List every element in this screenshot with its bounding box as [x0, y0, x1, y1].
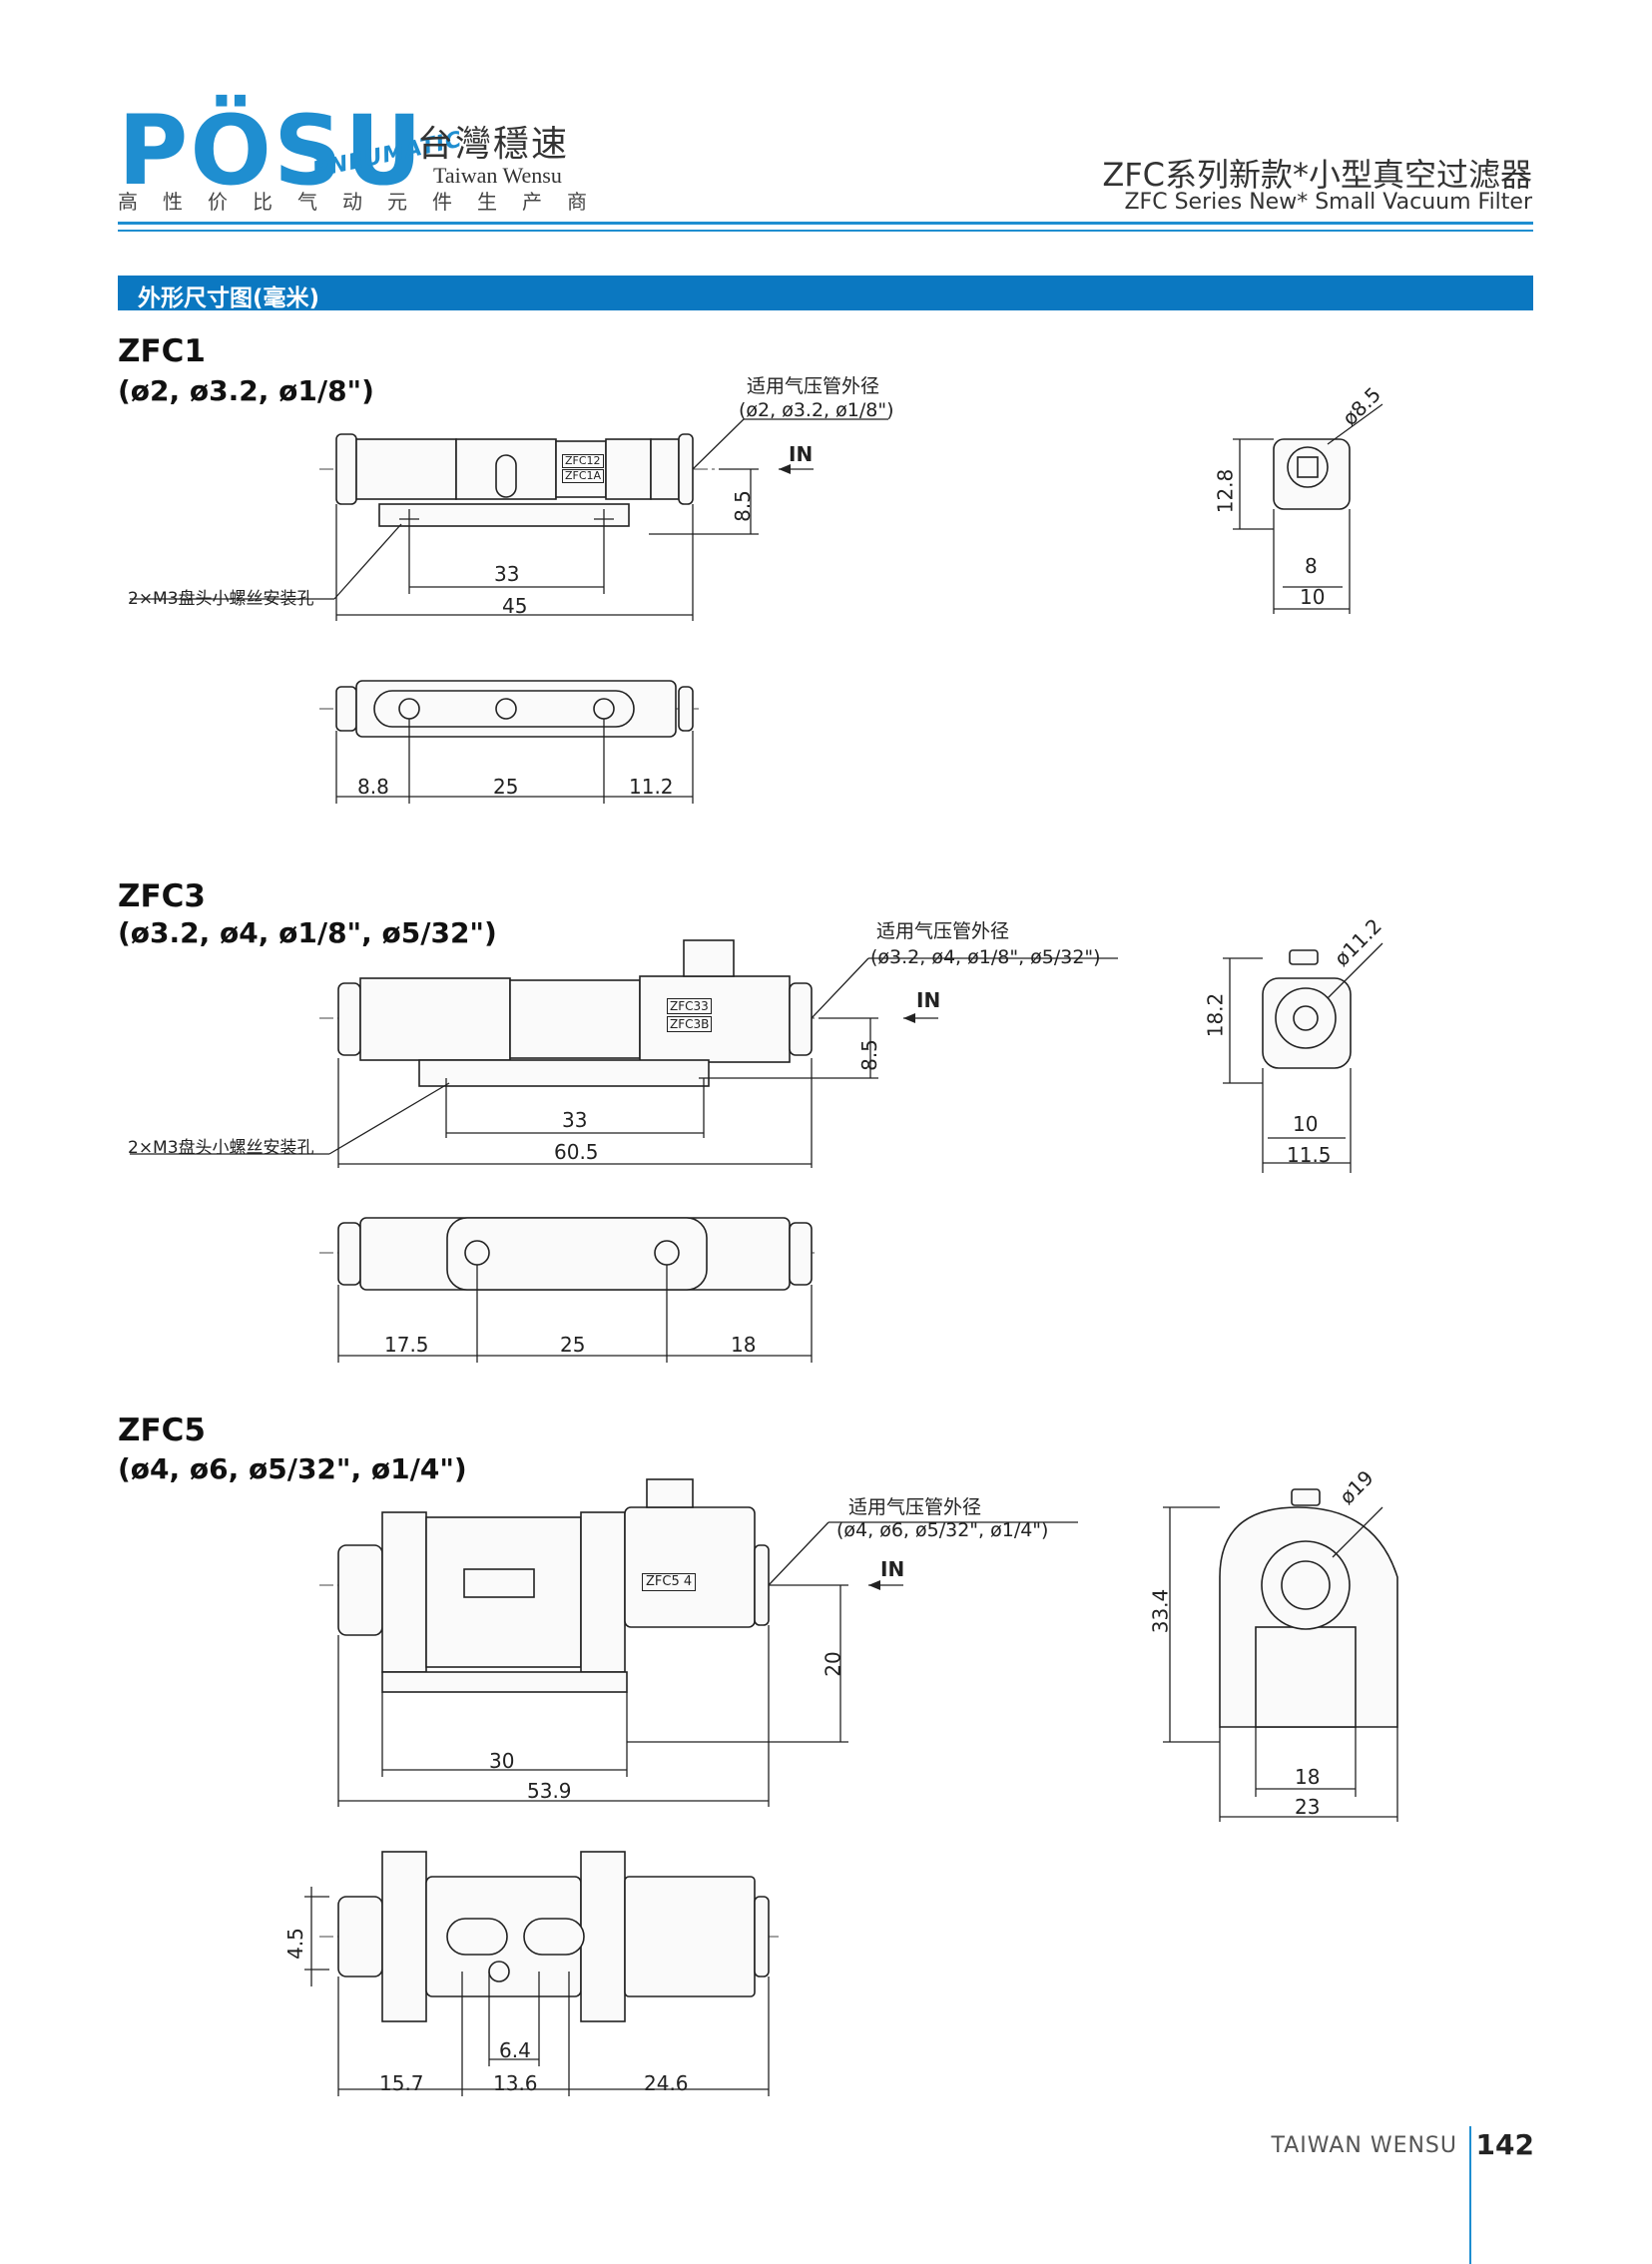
- zfc3-bottom-view: [319, 1217, 819, 1363]
- dim-bottom-c: 18: [731, 1333, 757, 1357]
- zfc3-side-view: [130, 939, 1118, 1168]
- brand-name-cn: 台灣穩速: [417, 124, 570, 165]
- model-title: ZFC5: [118, 1413, 206, 1448]
- tube-sizes: (ø2, ø3.2, ø1/8"): [739, 399, 894, 421]
- dim-end-w1: 18: [1295, 1765, 1321, 1789]
- dim-end-height: 18.2: [1203, 992, 1228, 1038]
- tagline-char: 件: [432, 190, 452, 214]
- page-title-en: ZFC Series New* Small Vacuum Filter: [1124, 190, 1532, 215]
- dim-end-w2: 23: [1295, 1795, 1321, 1819]
- tube-label: 适用气压管外径: [848, 1496, 982, 1518]
- body-label: ZFC1A: [562, 469, 605, 483]
- in-label: IN: [880, 1557, 905, 1581]
- footer-divider: [1469, 2126, 1471, 2264]
- dim-bottom-a: 15.7: [379, 2071, 424, 2095]
- in-label: IN: [916, 988, 941, 1012]
- dim-slot-height: 4.5: [282, 1928, 307, 1960]
- zfc1-drawing: [130, 403, 1383, 804]
- model-sizes: (ø3.2, ø4, ø1/8", ø5/32"): [118, 916, 497, 949]
- tagline-char: 价: [208, 190, 228, 214]
- section-header: 外形尺寸图(毫米): [118, 276, 1533, 311]
- tagline-char: 性: [163, 190, 183, 214]
- header-divider-thin: [118, 230, 1533, 232]
- model-sizes: (ø4, ø6, ø5/32", ø1/4"): [118, 1452, 467, 1485]
- zfc3-drawing: [130, 939, 1383, 1363]
- tube-label: 适用气压管外径: [747, 375, 880, 397]
- mount-holes-label: 2×M3盘头小螺丝安装孔: [128, 1138, 314, 1158]
- dim-end-height: 33.4: [1148, 1588, 1173, 1634]
- dim-height: 8.5: [730, 490, 755, 522]
- footer-brand: TAIWAN WENSU: [1271, 2133, 1457, 2158]
- dim-length: 53.9: [527, 1779, 572, 1803]
- dim-pitch: 30: [489, 1749, 515, 1773]
- dim-length: 45: [502, 594, 528, 618]
- dim-height: 8.5: [856, 1039, 881, 1071]
- dim-bottom-b: 25: [493, 775, 519, 799]
- body-label: ZFC12: [562, 454, 604, 468]
- tagline-char: 产: [522, 190, 542, 214]
- page-number: 142: [1475, 2128, 1534, 2161]
- dim-pitch: 33: [562, 1108, 588, 1132]
- dim-bottom-c: 11.2: [629, 775, 674, 799]
- tube-sizes: (ø3.2, ø4, ø1/8", ø5/32"): [870, 946, 1101, 968]
- in-label: IN: [789, 442, 814, 466]
- dim-slot-width: 6.4: [499, 2038, 531, 2062]
- tagline-char: 气: [297, 190, 317, 214]
- zfc3-end-view: [1223, 942, 1383, 1173]
- zfc5-bottom-view: [304, 1851, 779, 2096]
- dim-bottom-a: 17.5: [384, 1333, 429, 1357]
- header-divider: [118, 222, 1533, 225]
- dim-pitch: 33: [494, 562, 520, 586]
- zfc5-end-view: [1163, 1488, 1398, 1822]
- brand-name-en: Taiwan Wensu: [433, 163, 562, 188]
- dim-end-w1: 8: [1305, 554, 1318, 578]
- zfc5-side-view: [319, 1478, 1078, 1807]
- tagline-char: 比: [253, 190, 273, 214]
- body-label: ZFC3B: [667, 1016, 713, 1032]
- dim-end-w2: 11.5: [1287, 1143, 1332, 1167]
- model-title: ZFC3: [118, 878, 206, 914]
- dim-length: 60.5: [554, 1140, 599, 1164]
- logo-letters: PÖSU: [118, 95, 425, 207]
- tagline-char: 元: [387, 190, 407, 214]
- tagline-char: 高: [118, 190, 138, 214]
- tube-label: 适用气压管外径: [876, 920, 1010, 942]
- zfc1-bottom-view: [319, 680, 699, 804]
- tagline-char: 商: [567, 190, 587, 214]
- zfc5-drawing: [304, 1478, 1398, 2096]
- model-title: ZFC1: [118, 333, 206, 369]
- tagline-char: 生: [477, 190, 497, 214]
- body-label: ZFC33: [667, 998, 712, 1014]
- dim-bottom-a: 8.8: [357, 775, 389, 799]
- section-title: 外形尺寸图(毫米): [138, 285, 320, 311]
- dim-height: 20: [821, 1651, 845, 1677]
- page-title-cn: ZFC系列新款*小型真空过滤器: [1102, 156, 1532, 194]
- dim-end-w1: 10: [1293, 1112, 1319, 1136]
- brand-tagline: 高 性 价 比 气 动 元 件 生 产 商: [118, 186, 587, 215]
- model-sizes: (ø2, ø3.2, ø1/8"): [118, 374, 374, 407]
- mount-holes-label: 2×M3盘头小螺丝安装孔: [128, 589, 314, 609]
- dim-end-height: 12.8: [1213, 468, 1238, 514]
- zfc1-end-view: [1233, 403, 1383, 614]
- brand-logo: PÖSU PNEUMATIC 台灣穩速 Taiwan Wensu: [118, 103, 587, 223]
- dim-bottom-b: 13.6: [493, 2071, 538, 2095]
- tube-sizes: (ø4, ø6, ø5/32", ø1/4"): [836, 1519, 1049, 1541]
- dim-bottom-b: 25: [560, 1333, 586, 1357]
- body-label: ZFC5 4: [642, 1573, 697, 1591]
- tagline-char: 动: [342, 190, 362, 214]
- dim-bottom-c: 24.6: [644, 2071, 689, 2095]
- dim-end-w2: 10: [1300, 585, 1326, 609]
